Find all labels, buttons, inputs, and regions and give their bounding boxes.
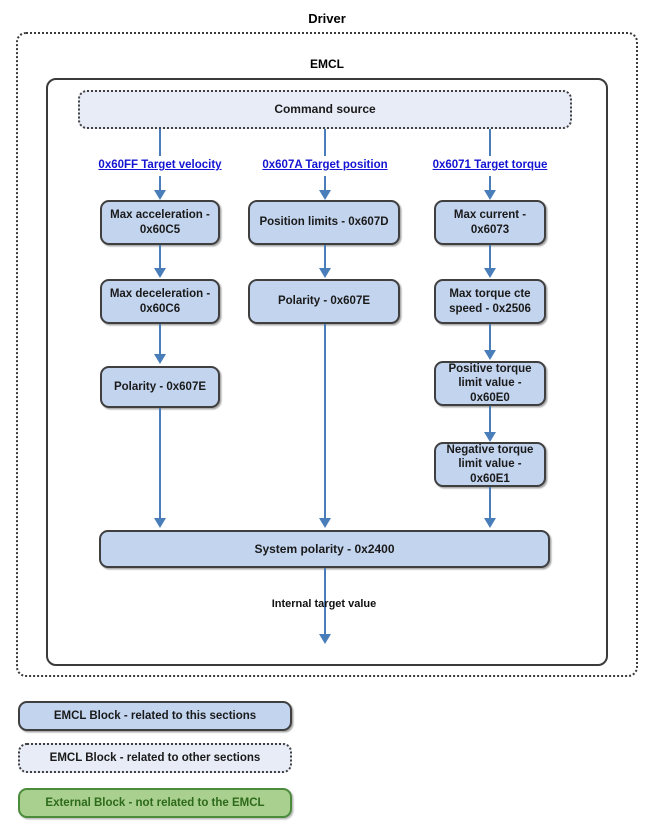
- block-max-deceleration[interactable]: Max deceleration - 0x60C6: [100, 279, 220, 324]
- label-internal-target-value: Internal target value: [271, 598, 377, 610]
- legend-item-emcl-this-section: EMCL Block - related to this sections: [18, 701, 292, 731]
- arrowhead-t3-t4: [484, 432, 496, 442]
- legend-item-external-block: External Block - not related to the EMCL: [18, 788, 292, 818]
- connector-p2-to-system-polarity: [324, 324, 326, 520]
- connector-cmd-to-position: [324, 129, 326, 156]
- connector-t1-t2: [489, 245, 491, 270]
- connector-velocity-to-block1: [159, 176, 161, 192]
- block-system-polarity[interactable]: System polarity - 0x2400: [99, 530, 550, 568]
- connector-t3-t4: [489, 406, 491, 434]
- connector-p1-p2: [324, 245, 326, 270]
- link-target-position[interactable]: 0x607A Target position: [262, 159, 388, 171]
- block-positive-torque-limit[interactable]: Positive torque limit value - 0x60E0: [434, 361, 546, 406]
- driver-container: [16, 32, 638, 677]
- block-velocity-polarity[interactable]: Polarity - 0x607E: [100, 366, 220, 408]
- link-target-torque[interactable]: 0x6071 Target torque: [432, 159, 548, 171]
- arrowhead-t2-t3: [484, 350, 496, 360]
- arrowhead-p1-p2: [319, 268, 331, 278]
- connector-v3-to-system-polarity: [159, 408, 161, 520]
- connector-v2-v3: [159, 324, 161, 356]
- driver-title: Driver: [308, 11, 346, 26]
- arrowhead-t1-t2: [484, 268, 496, 278]
- connector-torque-to-block1: [489, 176, 491, 192]
- arrowhead-velocity-block1: [154, 190, 166, 200]
- connector-cmd-to-torque: [489, 129, 491, 156]
- connector-t2-t3: [489, 324, 491, 352]
- arrowhead-t4-system-polarity: [484, 518, 496, 528]
- arrowhead-internal-target-value: [319, 634, 331, 644]
- arrowhead-v3-system-polarity: [154, 518, 166, 528]
- arrowhead-position-block1: [319, 190, 331, 200]
- arrowhead-v2-v3: [154, 354, 166, 364]
- connector-position-to-block1: [324, 176, 326, 192]
- block-position-polarity[interactable]: Polarity - 0x607E: [248, 279, 400, 324]
- link-target-velocity[interactable]: 0x60FF Target velocity: [98, 159, 222, 171]
- arrowhead-torque-block1: [484, 190, 496, 200]
- command-source-block[interactable]: Command source: [78, 90, 572, 129]
- block-max-acceleration[interactable]: Max acceleration - 0x60C5: [100, 200, 220, 245]
- arrowhead-p2-system-polarity: [319, 518, 331, 528]
- block-max-torque-cte-speed[interactable]: Max torque cte speed - 0x2506: [434, 279, 546, 324]
- legend-item-emcl-other-sections: EMCL Block - related to other sections: [18, 743, 292, 773]
- arrowhead-v1-v2: [154, 268, 166, 278]
- connector-t4-to-system-polarity: [489, 487, 491, 520]
- connector-system-polarity-output: [324, 568, 326, 638]
- connector-v1-v2: [159, 245, 161, 270]
- connector-cmd-to-velocity: [159, 129, 161, 156]
- block-negative-torque-limit[interactable]: Negative torque limit value - 0x60E1: [434, 442, 546, 487]
- emcl-title: EMCL: [310, 57, 344, 71]
- block-position-limits[interactable]: Position limits - 0x607D: [248, 200, 400, 245]
- block-max-current[interactable]: Max current - 0x6073: [434, 200, 546, 245]
